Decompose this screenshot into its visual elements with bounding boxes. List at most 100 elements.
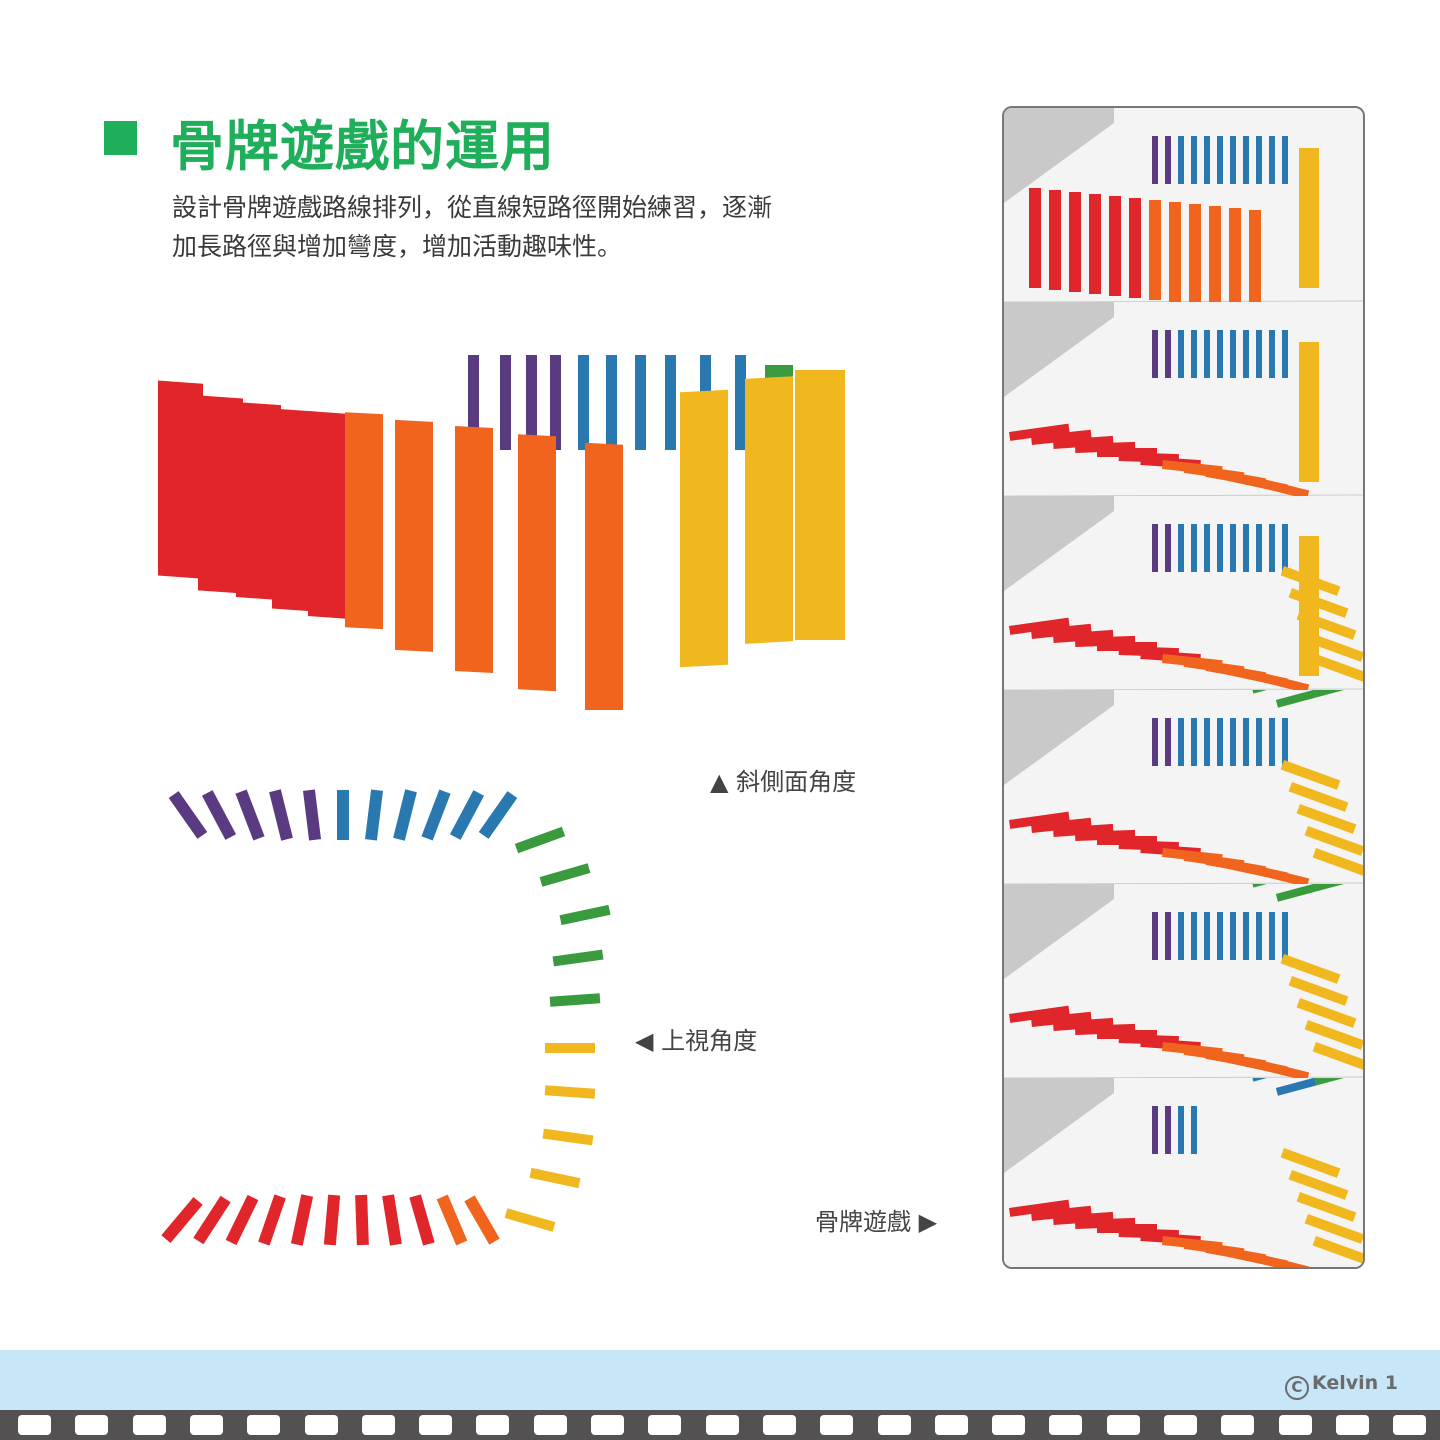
domino bbox=[1269, 136, 1275, 184]
domino bbox=[1178, 1106, 1184, 1154]
backdrop bbox=[1004, 302, 1114, 397]
copyright-text: Kelvin 1 bbox=[1311, 1372, 1398, 1394]
film-hole bbox=[1049, 1415, 1083, 1435]
domino bbox=[1282, 136, 1288, 184]
domino bbox=[578, 355, 589, 450]
domino bbox=[395, 419, 433, 652]
domino bbox=[1269, 524, 1275, 572]
domino bbox=[1296, 998, 1357, 1028]
domino bbox=[1299, 148, 1319, 288]
domino bbox=[1009, 1199, 1070, 1217]
domino bbox=[1230, 912, 1236, 960]
domino bbox=[680, 389, 728, 668]
domino bbox=[1248, 670, 1310, 690]
domino bbox=[1230, 330, 1236, 378]
domino bbox=[1248, 864, 1310, 884]
domino bbox=[1009, 811, 1070, 829]
domino bbox=[1230, 136, 1236, 184]
domino bbox=[161, 1196, 203, 1244]
caption-oblique-angle: ▲ 斜側面角度 bbox=[710, 768, 857, 796]
domino bbox=[355, 1194, 369, 1246]
domino bbox=[1280, 954, 1341, 984]
domino bbox=[1217, 136, 1223, 184]
film-hole bbox=[705, 1415, 739, 1435]
film-hole bbox=[419, 1415, 453, 1435]
domino bbox=[1031, 1011, 1092, 1027]
domino bbox=[382, 1194, 402, 1246]
description-line: 設計骨牌遊戲路線排列，從直線短路徑開始練習，逐漸 bbox=[172, 193, 773, 222]
film-hole bbox=[361, 1415, 395, 1435]
domino bbox=[1217, 524, 1223, 572]
domino bbox=[1191, 136, 1197, 184]
domino bbox=[1178, 524, 1184, 572]
domino bbox=[1129, 198, 1141, 298]
domino bbox=[1178, 912, 1184, 960]
domino bbox=[409, 1194, 435, 1246]
film-hole bbox=[189, 1415, 223, 1435]
domino bbox=[1296, 804, 1357, 834]
film-hole bbox=[1221, 1415, 1255, 1435]
domino bbox=[549, 993, 601, 1007]
domino bbox=[1009, 1005, 1070, 1023]
domino bbox=[1296, 1192, 1357, 1222]
domino bbox=[1275, 884, 1317, 902]
domino bbox=[1256, 718, 1262, 766]
domino bbox=[455, 425, 493, 673]
sequence-photo bbox=[1004, 108, 1363, 302]
film-hole bbox=[934, 1415, 968, 1435]
domino bbox=[544, 1085, 596, 1099]
domino bbox=[1304, 1020, 1363, 1050]
film-hole bbox=[648, 1415, 682, 1435]
domino bbox=[550, 355, 561, 450]
domino bbox=[1314, 690, 1356, 698]
domino bbox=[1204, 330, 1210, 378]
domino bbox=[1109, 196, 1121, 296]
sequence-photo bbox=[1004, 1078, 1363, 1267]
domino bbox=[225, 1194, 259, 1246]
domino bbox=[1275, 690, 1317, 708]
domino bbox=[449, 790, 485, 840]
domino bbox=[1089, 194, 1101, 294]
domino bbox=[504, 1208, 556, 1232]
domino bbox=[1314, 1078, 1356, 1086]
domino bbox=[1243, 718, 1249, 766]
domino bbox=[1217, 718, 1223, 766]
domino bbox=[1165, 912, 1171, 960]
domino bbox=[201, 790, 237, 840]
domino bbox=[364, 789, 384, 841]
page-title: 骨牌遊戲的運用 bbox=[170, 115, 555, 178]
domino bbox=[1209, 206, 1221, 302]
film-hole bbox=[591, 1415, 624, 1435]
domino bbox=[1243, 524, 1249, 572]
film-hole bbox=[1335, 1415, 1369, 1435]
domino bbox=[1269, 330, 1275, 378]
domino bbox=[1249, 210, 1261, 302]
domino bbox=[1282, 718, 1288, 766]
backdrop bbox=[1004, 1078, 1114, 1173]
domino bbox=[539, 863, 591, 887]
caption-top-angle: ◀ 上視角度 bbox=[635, 1027, 758, 1055]
domino bbox=[1165, 330, 1171, 378]
domino bbox=[272, 408, 317, 612]
domino bbox=[1149, 200, 1161, 300]
film-hole bbox=[18, 1415, 51, 1435]
film-hole bbox=[75, 1415, 109, 1435]
oblique-view-photo bbox=[158, 355, 845, 710]
film-strip-decoration bbox=[0, 1410, 1440, 1440]
domino bbox=[345, 412, 383, 630]
domino bbox=[1152, 330, 1158, 378]
domino bbox=[1230, 524, 1236, 572]
domino bbox=[1256, 330, 1262, 378]
domino bbox=[302, 789, 322, 841]
film-hole bbox=[762, 1415, 796, 1435]
domino bbox=[1204, 718, 1210, 766]
backdrop bbox=[1004, 884, 1114, 979]
domino bbox=[1152, 524, 1158, 572]
domino bbox=[1299, 342, 1319, 482]
domino bbox=[290, 1194, 314, 1246]
domino bbox=[1049, 190, 1061, 290]
domino bbox=[1269, 718, 1275, 766]
domino bbox=[1152, 912, 1158, 960]
domino bbox=[1312, 1236, 1363, 1266]
